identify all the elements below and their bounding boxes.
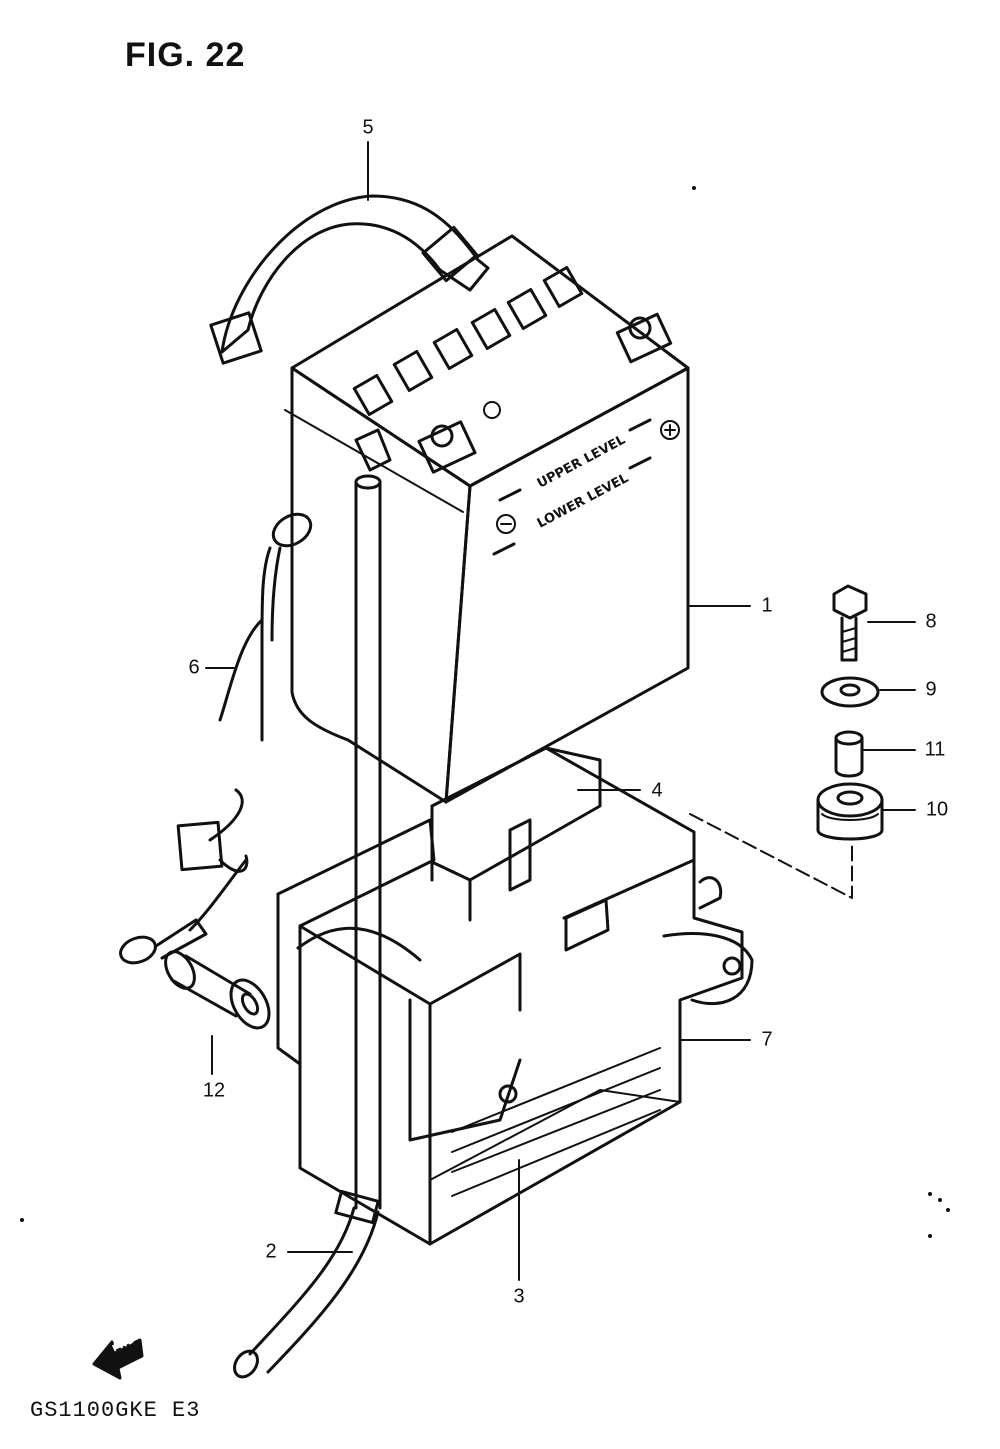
callout-part-11: 11 (924, 738, 946, 761)
scan-specks (20, 186, 950, 1238)
battery-part-1 (284, 234, 690, 804)
grommet-part-10 (816, 782, 884, 841)
model-code: GS1100GKE E3 (30, 1398, 201, 1423)
callout-part-2: 2 (265, 1240, 277, 1263)
breather-hose-part-2 (233, 474, 382, 1379)
washer-part-9 (820, 676, 880, 708)
callout-part-5: 5 (362, 116, 374, 139)
callout-part-8: 8 (925, 610, 937, 633)
callout-part-7: 7 (761, 1028, 773, 1051)
cushion-part-3 (429, 1089, 681, 1245)
callout-part-10: 10 (925, 798, 949, 821)
callout-part-4: 4 (651, 779, 663, 802)
forward-arrow-icon (92, 1338, 144, 1380)
callout-part-3: 3 (513, 1285, 525, 1308)
callout-part-1: 1 (761, 594, 773, 617)
callout-part-12: 12 (202, 1079, 226, 1102)
battery-holder-part-4 (430, 746, 696, 922)
callout-part-9: 9 (925, 678, 937, 701)
figure-title: FIG. 22 (125, 36, 246, 74)
bolt-part-8 (832, 584, 868, 662)
leader-lines (205, 141, 916, 1281)
cushion-part-12 (164, 950, 271, 1030)
battery-case-part-7 (276, 818, 754, 1246)
lead-wire-part-6 (119, 512, 313, 965)
spacer-part-11 (834, 730, 864, 778)
battery-strap-part-5 (209, 194, 490, 365)
callout-part-6: 6 (188, 656, 200, 679)
